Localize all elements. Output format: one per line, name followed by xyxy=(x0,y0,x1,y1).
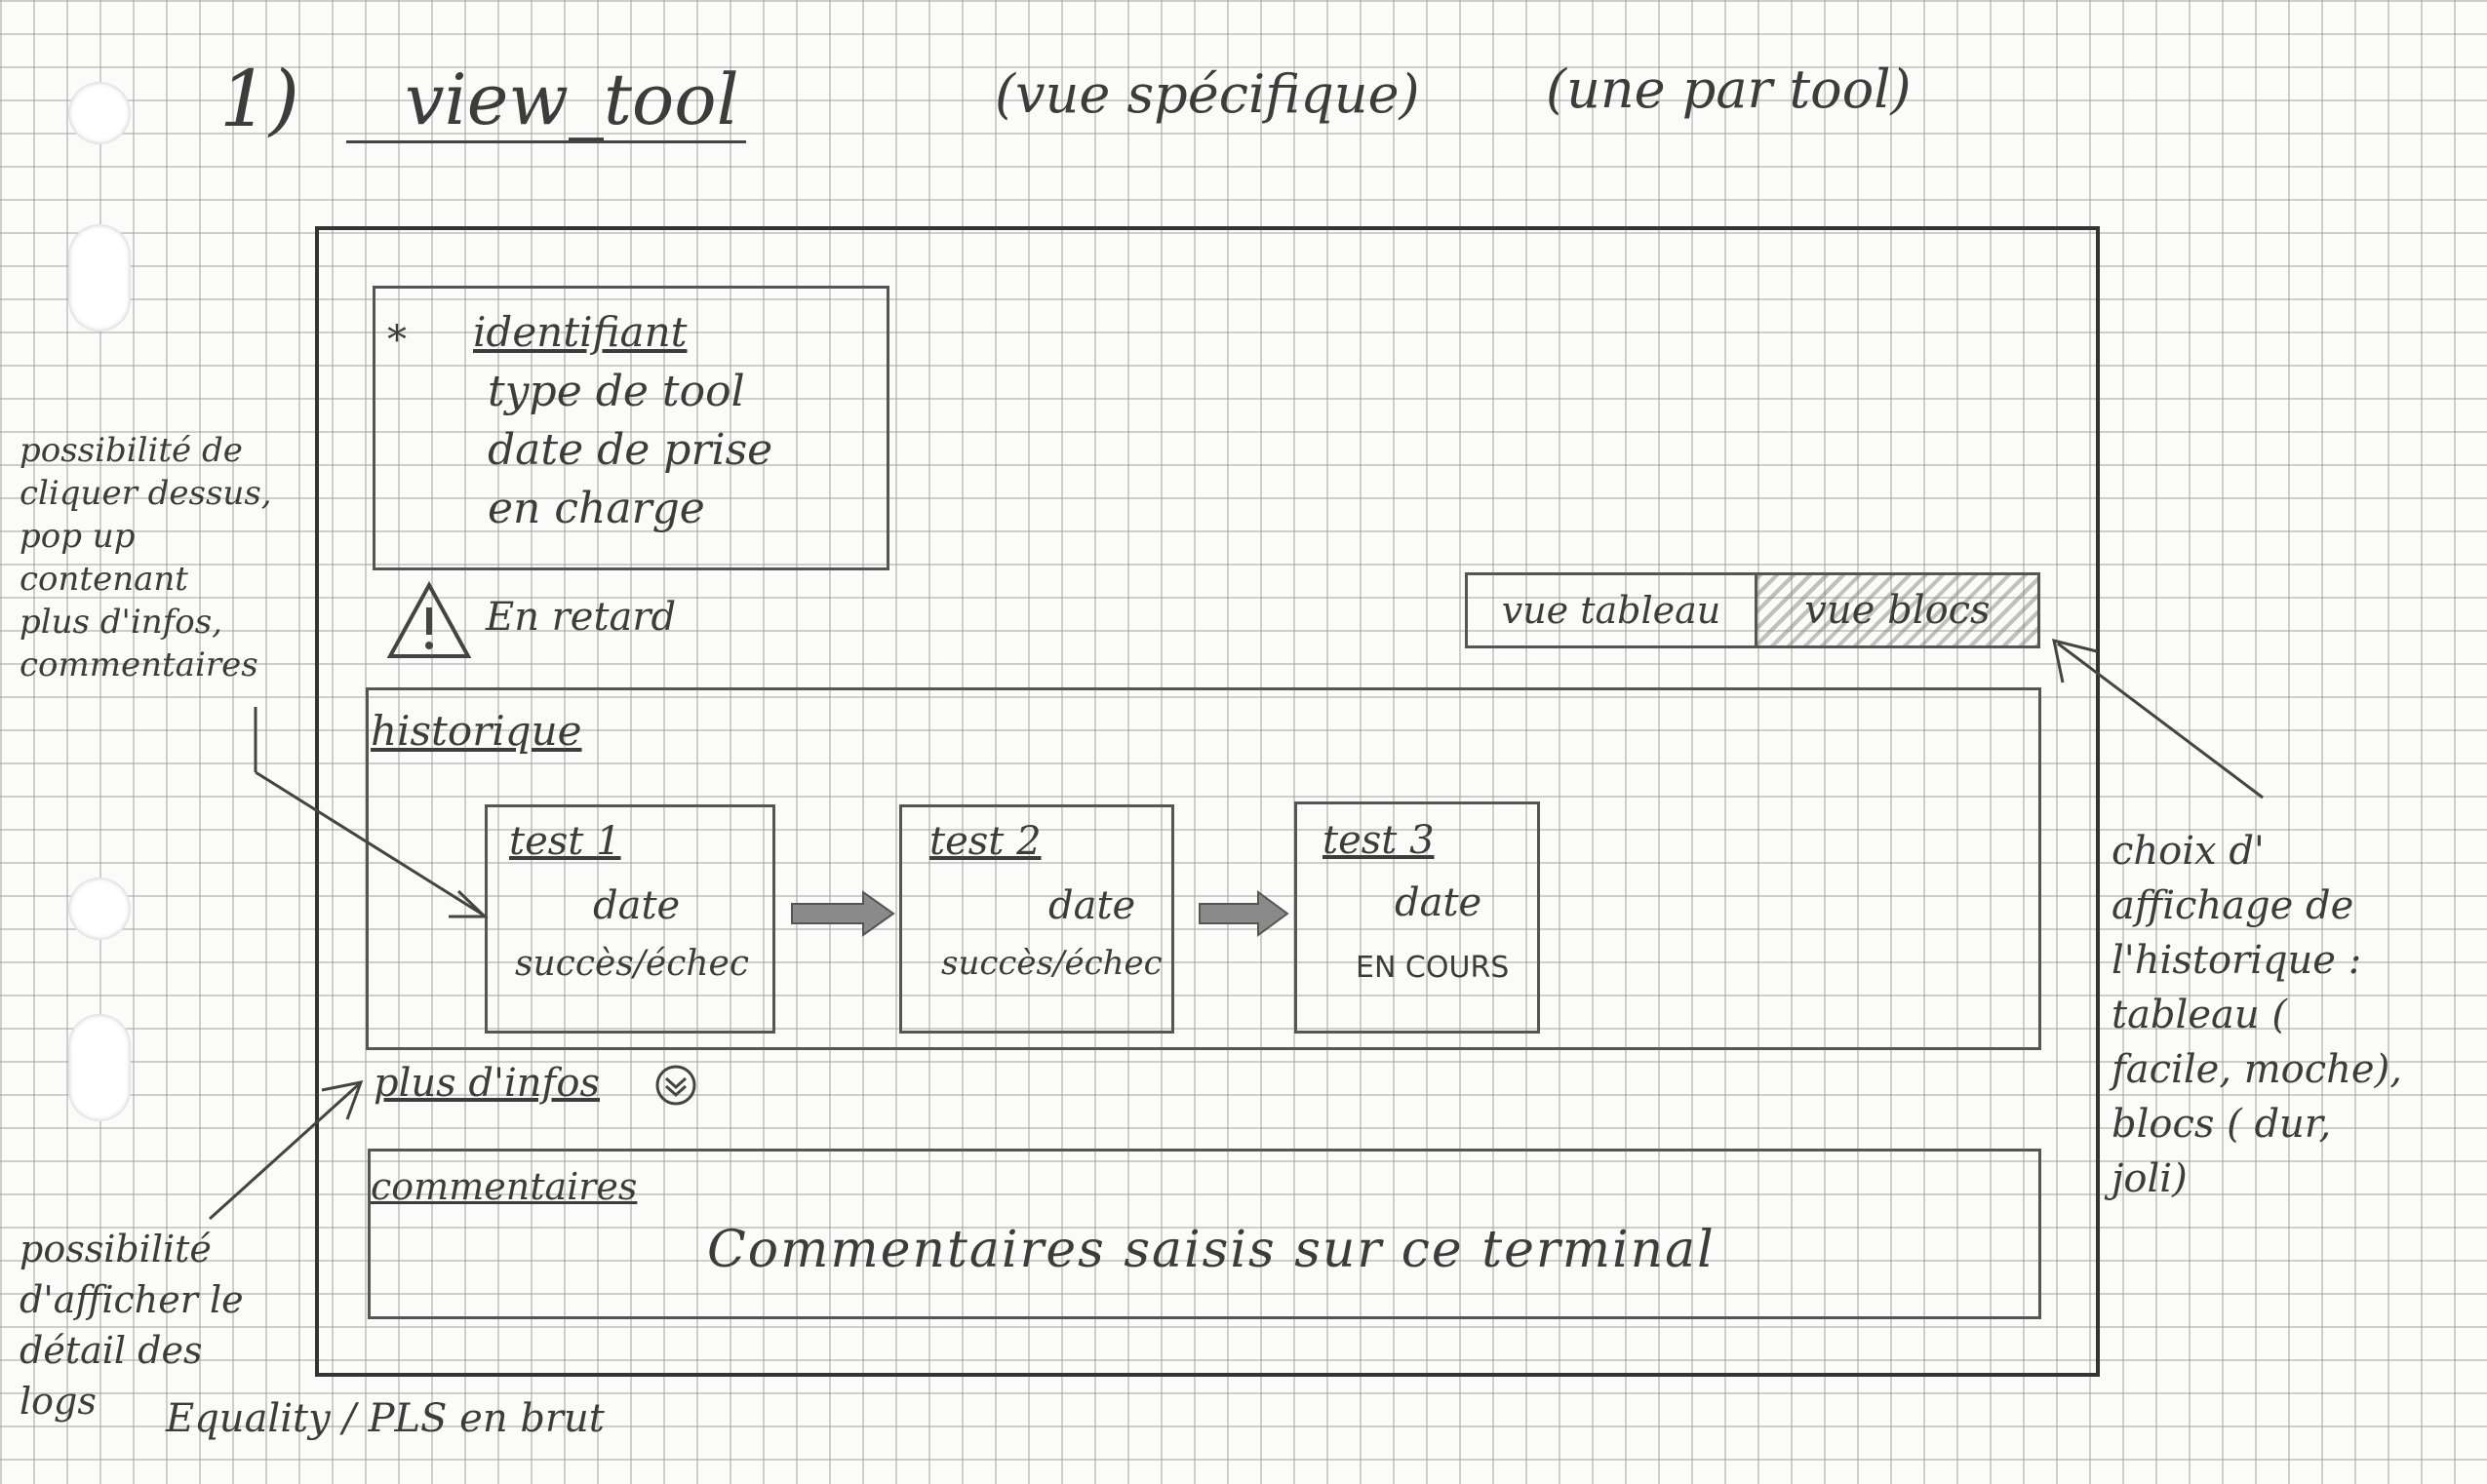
arrow-icon xyxy=(1198,889,1290,938)
test-status: EN COURS xyxy=(1356,951,1510,985)
comments-text: Commentaires saisis sur ce terminal xyxy=(707,1221,1716,1279)
info-box[interactable]: * identifiant type de tool date de prise… xyxy=(373,286,889,570)
warning-label: En retard xyxy=(486,595,677,640)
identifier: identifiant xyxy=(473,308,688,356)
test-title: test 1 xyxy=(509,819,621,864)
history-title: historique xyxy=(371,707,582,755)
start-date-cont: en charge xyxy=(488,484,705,533)
annotation-logs: possibilité d'afficher le détail des log… xyxy=(20,1228,244,1423)
annotation-popup: possibilité de cliquer dessus, pop up co… xyxy=(20,431,272,684)
binder-hole xyxy=(68,878,131,940)
test-title: test 3 xyxy=(1322,818,1435,863)
comments-panel xyxy=(368,1149,2041,1319)
chevron-down-circle-icon[interactable] xyxy=(653,1063,698,1108)
view-toggle: vue tableau vue blocs xyxy=(1465,572,2040,648)
binder-hole xyxy=(68,82,131,144)
test-title: test 2 xyxy=(929,819,1042,864)
test-status: succès/échec xyxy=(941,944,1163,983)
test-date: date xyxy=(1395,880,1482,925)
test-date: date xyxy=(1048,883,1136,928)
binder-hole xyxy=(68,1014,131,1121)
tab-blocks-view[interactable]: vue blocs xyxy=(1757,575,2037,645)
page-subtitle: (une par tool) xyxy=(1546,59,1912,120)
test-card[interactable]: test 1 date succès/échec xyxy=(485,804,775,1034)
warning-triangle-icon xyxy=(385,580,473,663)
start-date: date de prise xyxy=(488,425,773,475)
annotation-logs-line: Equality / PLS en brut xyxy=(166,1396,605,1441)
test-card[interactable]: test 2 date succès/échec xyxy=(899,804,1174,1034)
tab-table-view[interactable]: vue tableau xyxy=(1468,575,1757,645)
page-number: 1) xyxy=(219,54,300,144)
test-date: date xyxy=(593,883,681,928)
comments-title: commentaires xyxy=(371,1165,638,1208)
test-status: succès/échec xyxy=(515,944,750,984)
binder-hole xyxy=(68,224,131,332)
page-subtitle: (vue spécifique) xyxy=(995,63,1420,125)
arrow-icon xyxy=(790,889,897,938)
tool-type: type de tool xyxy=(488,367,745,416)
test-card[interactable]: test 3 date EN COURS xyxy=(1294,801,1540,1034)
more-info-link[interactable]: plus d'infos xyxy=(374,1061,600,1106)
annotation-view-choice: choix d' affichage de l'historique : tab… xyxy=(2112,829,2402,1201)
star-marker: * xyxy=(387,318,407,363)
page-title: view_tool xyxy=(346,59,746,143)
